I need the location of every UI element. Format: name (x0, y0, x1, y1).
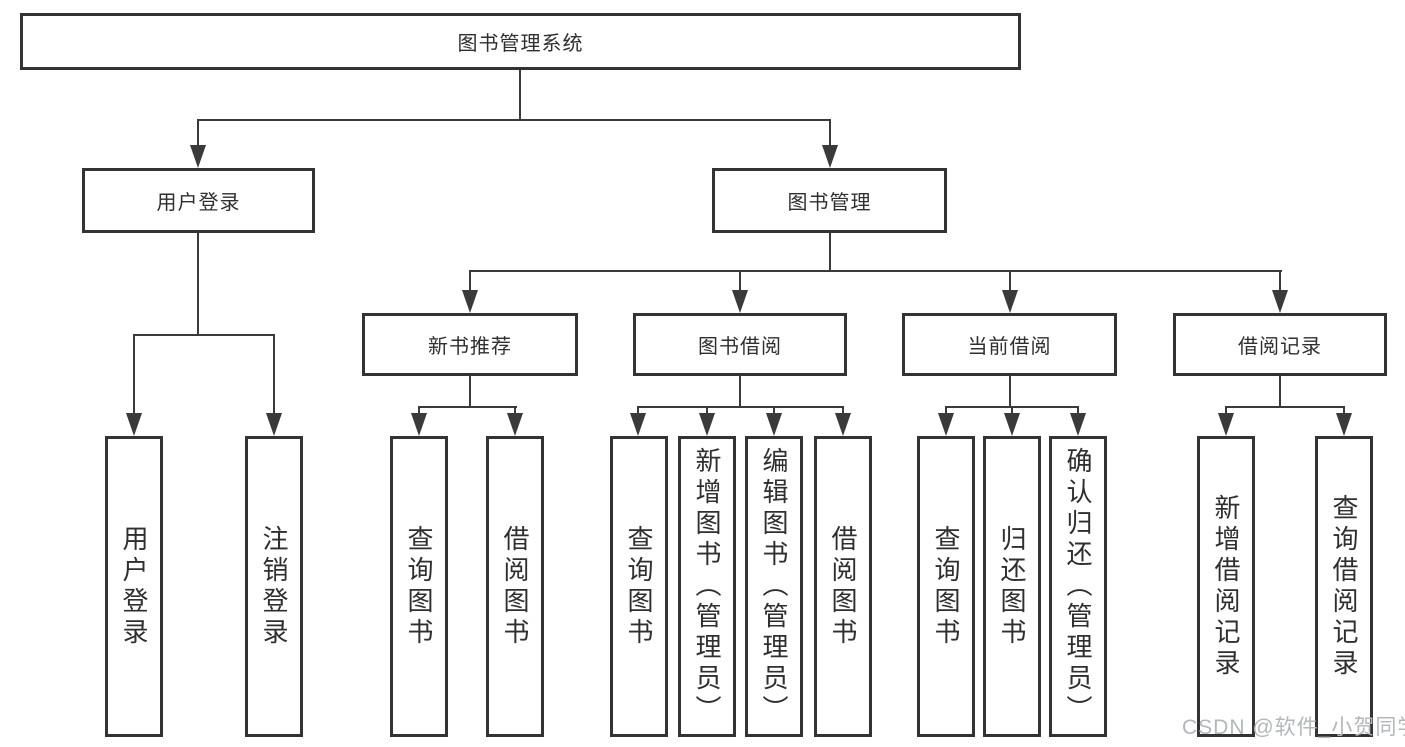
leaf-query-books-current-label: 查询图书 (931, 524, 961, 649)
leaf-add-borrow-record-label: 新增借阅记录 (1211, 493, 1241, 680)
arrow-query-books-recommend-icon (411, 413, 427, 436)
arrow-borrow-books-recommend-icon (507, 413, 523, 436)
connector-drop-query-record (1343, 406, 1345, 416)
leaf-confirm-return-admin: 确认归还（管理员） (1049, 436, 1107, 737)
connector-drop-borrow-books-recommend (514, 406, 516, 416)
connector-root-stem (519, 70, 521, 120)
leaf-query-books-current: 查询图书 (917, 436, 975, 737)
connector-drop-borrow-books (842, 406, 844, 416)
connector-drop-query-books-current (945, 406, 947, 416)
connector-drop-user-login (197, 119, 199, 147)
arrow-leaf-user-login-icon (126, 413, 142, 436)
leaf-borrow-books-recommend: 借阅图书 (486, 436, 544, 737)
leaf-query-borrow-record: 查询借阅记录 (1315, 436, 1373, 737)
node-user-login-label: 用户登录 (156, 192, 241, 214)
connector-recommendation-rail (418, 406, 517, 408)
leaf-return-books-label: 归还图书 (997, 524, 1027, 649)
leaf-user-login-label: 用户登录 (119, 524, 149, 649)
connector-drop-add-books (706, 406, 708, 416)
connector-book-management-rail (469, 270, 1282, 272)
leaf-add-borrow-record: 新增借阅记录 (1197, 436, 1255, 737)
connector-drop-current-borrowing (1009, 270, 1011, 292)
arrow-borrowing-records-icon (1272, 290, 1288, 313)
leaf-edit-books-admin-label: 编辑图书（管理员） (759, 447, 789, 726)
node-book-borrowing: 图书借阅 (633, 313, 847, 376)
arrow-confirm-return-icon (1070, 413, 1086, 436)
arrow-query-books-current-icon (938, 413, 954, 436)
connector-drop-new-book-recommendation (469, 270, 471, 292)
leaf-confirm-return-admin-label: 确认归还（管理员） (1063, 447, 1093, 726)
arrow-return-books-icon (1004, 413, 1020, 436)
node-book-management-label: 图书管理 (787, 192, 872, 214)
node-current-borrowing: 当前借阅 (902, 313, 1117, 376)
connector-current-stem (1009, 375, 1011, 408)
node-borrowing-records-label: 借阅记录 (1238, 336, 1322, 358)
connector-root-rail (197, 119, 831, 121)
node-new-book-recommendation-label: 新书推荐 (428, 336, 512, 358)
leaf-query-books-recommend: 查询图书 (390, 436, 448, 737)
leaf-query-borrow-record-label: 查询借阅记录 (1329, 493, 1359, 680)
connector-user-login-stem (197, 233, 199, 336)
node-borrowing-records: 借阅记录 (1173, 313, 1387, 376)
connector-drop-return-books (1011, 406, 1013, 416)
leaf-user-login: 用户登录 (105, 436, 163, 737)
node-book-borrowing-label: 图书借阅 (698, 336, 782, 358)
connector-recommendation-stem (469, 375, 471, 408)
leaf-add-books-admin: 新增图书（管理员） (678, 436, 736, 737)
connector-drop-book-borrowing (739, 270, 741, 292)
connector-borrowing-rail (637, 406, 844, 408)
arrow-query-books-borrowing-icon (630, 413, 646, 436)
arrow-book-management-icon (822, 145, 838, 168)
node-library-management-system-label: 图书管理系统 (457, 33, 584, 55)
leaf-borrow-books: 借阅图书 (814, 436, 872, 737)
csdn-watermark: CSDN @软件_小贺同学 (1182, 716, 1405, 739)
leaf-query-books-borrowing-label: 查询图书 (624, 524, 654, 649)
arrow-book-borrowing-icon (732, 290, 748, 313)
leaf-logout-label: 注销登录 (259, 524, 289, 649)
arrow-new-book-recommendation-icon (462, 290, 478, 313)
node-library-management-system: 图书管理系统 (20, 13, 1021, 70)
connector-drop-leaf-logout (273, 334, 275, 416)
connector-drop-book-management (829, 119, 831, 147)
arrow-user-login-icon (190, 145, 206, 168)
leaf-return-books: 归还图书 (983, 436, 1041, 737)
arrow-current-borrowing-icon (1002, 290, 1018, 313)
connector-drop-edit-books (773, 406, 775, 416)
leaf-borrow-books-recommend-label: 借阅图书 (500, 524, 530, 649)
arrow-edit-books-icon (766, 413, 782, 436)
arrow-add-record-icon (1218, 413, 1234, 436)
arrow-borrow-books-icon (835, 413, 851, 436)
arrow-add-books-icon (699, 413, 715, 436)
arrow-query-record-icon (1336, 413, 1352, 436)
connector-drop-confirm-return (1077, 406, 1079, 416)
leaf-add-books-admin-label: 新增图书（管理员） (692, 447, 722, 726)
connector-drop-borrowing-records (1279, 270, 1281, 292)
connector-records-rail (1225, 406, 1345, 408)
connector-drop-query-books-borrowing (637, 406, 639, 416)
connector-book-management-stem (829, 233, 831, 272)
connector-drop-leaf-user-login (133, 334, 135, 416)
leaf-logout: 注销登录 (245, 436, 303, 737)
connector-borrowing-stem (739, 375, 741, 408)
connector-records-stem (1279, 375, 1281, 408)
node-user-login: 用户登录 (82, 168, 315, 233)
leaf-edit-books-admin: 编辑图书（管理员） (745, 436, 803, 737)
node-book-management: 图书管理 (712, 168, 947, 233)
leaf-query-books-recommend-label: 查询图书 (404, 524, 434, 649)
leaf-borrow-books-label: 借阅图书 (828, 524, 858, 649)
connector-drop-query-books-recommend (418, 406, 420, 416)
node-current-borrowing-label: 当前借阅 (967, 336, 1052, 358)
connector-drop-add-record (1225, 406, 1227, 416)
arrow-leaf-logout-icon (266, 413, 282, 436)
node-new-book-recommendation: 新书推荐 (362, 313, 578, 376)
leaf-query-books-borrowing: 查询图书 (610, 436, 668, 737)
connector-user-login-rail (133, 334, 275, 336)
